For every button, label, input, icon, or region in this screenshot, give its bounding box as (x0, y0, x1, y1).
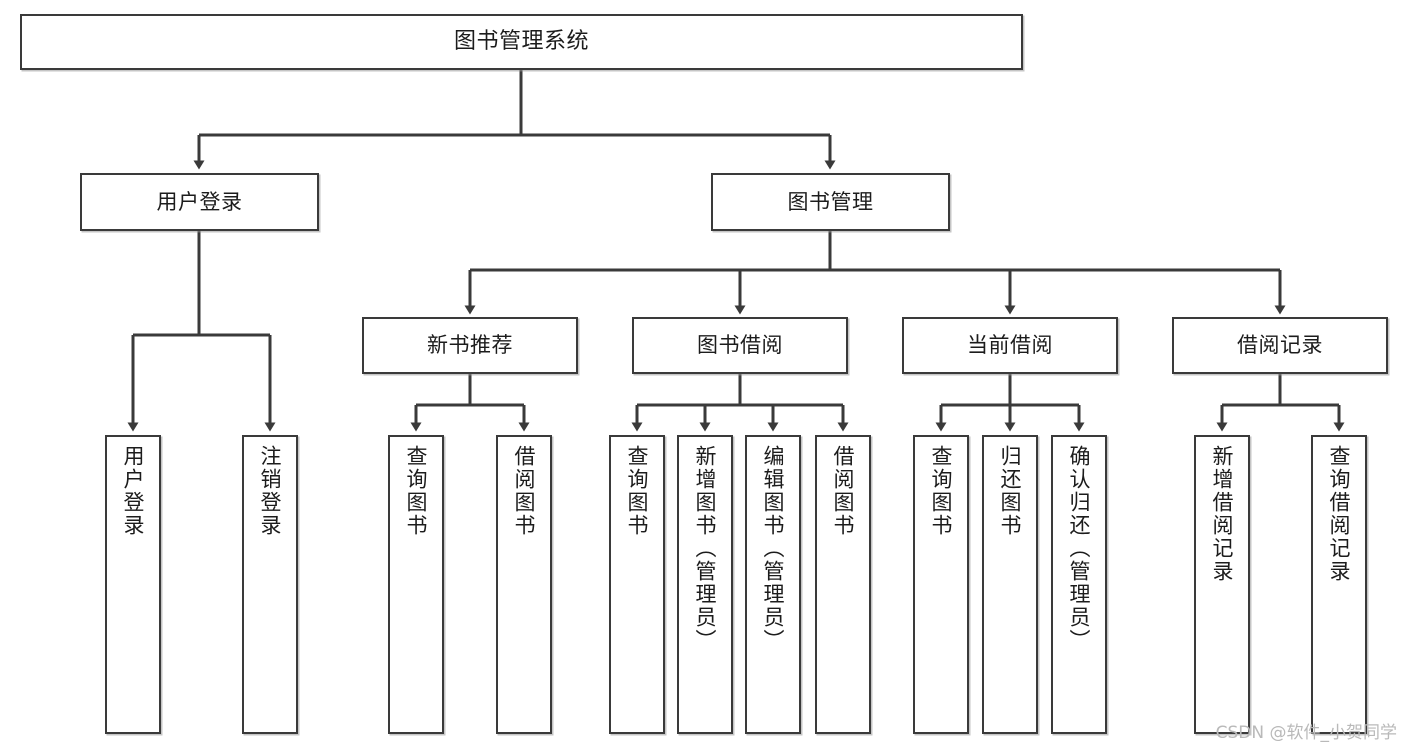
node-user-login[interactable]: 用户登录 (80, 173, 319, 231)
leaf-current-confirm-return-admin[interactable]: 确认归还（管理员） (1051, 435, 1107, 734)
node-label: 借阅图书 (831, 445, 856, 537)
leaf-new-book-borrow[interactable]: 借阅图书 (496, 435, 552, 734)
node-book-management[interactable]: 图书管理 (711, 173, 950, 231)
node-label: 查询借阅记录 (1327, 445, 1352, 583)
leaf-new-book-query[interactable]: 查询图书 (388, 435, 444, 734)
leaf-current-return-book[interactable]: 归还图书 (982, 435, 1038, 734)
node-label: 用户登录 (121, 445, 146, 537)
leaf-user-logout[interactable]: 注销登录 (242, 435, 298, 734)
node-label: 当前借阅 (967, 333, 1053, 358)
node-label: 借阅记录 (1237, 333, 1323, 358)
node-label: 注销登录 (258, 445, 283, 537)
node-label: 借阅图书 (512, 445, 537, 537)
node-current-borrow[interactable]: 当前借阅 (902, 317, 1118, 374)
leaf-borrow-edit-book-admin[interactable]: 编辑图书（管理员） (745, 435, 801, 734)
leaf-current-query-book[interactable]: 查询图书 (913, 435, 969, 734)
node-borrow-record[interactable]: 借阅记录 (1172, 317, 1388, 374)
node-label: 用户登录 (156, 189, 243, 214)
leaf-borrow-borrow-book[interactable]: 借阅图书 (815, 435, 871, 734)
node-label: 新增图书（管理员） (693, 445, 718, 652)
node-label: 查询图书 (404, 445, 429, 537)
node-label: 查询图书 (929, 445, 954, 537)
node-new-book-recommend[interactable]: 新书推荐 (362, 317, 578, 374)
node-book-borrow[interactable]: 图书借阅 (632, 317, 848, 374)
leaf-borrow-query-book[interactable]: 查询图书 (609, 435, 665, 734)
leaf-record-query[interactable]: 查询借阅记录 (1311, 435, 1367, 734)
leaf-user-login[interactable]: 用户登录 (105, 435, 161, 734)
node-label: 新书推荐 (427, 333, 513, 358)
node-label: 编辑图书（管理员） (761, 445, 786, 652)
node-label: 归还图书 (998, 445, 1023, 537)
leaf-borrow-add-book-admin[interactable]: 新增图书（管理员） (677, 435, 733, 734)
node-label: 查询图书 (625, 445, 650, 537)
node-label: 确认归还（管理员） (1067, 445, 1092, 652)
node-root-system[interactable]: 图书管理系统 (20, 14, 1023, 70)
node-label: 图书管理 (787, 189, 874, 214)
node-label: 新增借阅记录 (1210, 445, 1235, 583)
node-label: 图书借阅 (697, 333, 783, 358)
watermark: CSDN @软件_小贺同学 (1215, 723, 1397, 743)
leaf-record-add[interactable]: 新增借阅记录 (1194, 435, 1250, 734)
node-label: 图书管理系统 (453, 29, 589, 55)
